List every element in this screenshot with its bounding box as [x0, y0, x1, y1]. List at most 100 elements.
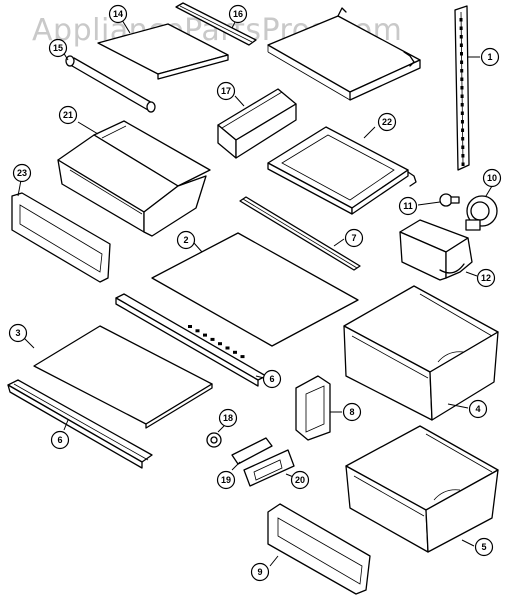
part-5-bin — [345, 425, 499, 553]
callout-c16: 16 — [228, 4, 248, 24]
rail-slot — [460, 77, 464, 81]
callout-bubble — [398, 196, 418, 216]
callout-c3: 3 — [8, 323, 28, 343]
callout-c6b: 6 — [50, 430, 70, 450]
callout-bubble — [58, 105, 78, 125]
callout-c9: 9 — [250, 562, 270, 582]
part-1-rail — [454, 5, 480, 171]
callout-c1: 1 — [480, 47, 500, 67]
part-11-bulb — [417, 193, 460, 207]
callout-c11: 11 — [398, 196, 418, 216]
rail-slot — [459, 26, 463, 30]
trim-button — [188, 325, 192, 328]
callout-number: 2 — [183, 235, 188, 245]
callout-c14: 14 — [108, 4, 128, 24]
callout-number: 4 — [475, 404, 480, 414]
callout-bubble — [12, 163, 32, 183]
part-6-trim-upper — [115, 293, 267, 387]
trim-button — [203, 333, 207, 337]
part-14-shelf — [97, 19, 229, 80]
callout-bubble — [108, 4, 128, 24]
rail-slot — [459, 35, 463, 39]
callout-bubble — [262, 369, 282, 389]
trim-button — [240, 355, 245, 359]
part-15-rod — [62, 51, 156, 113]
callout-bubble — [468, 399, 488, 419]
callout-bubble — [216, 470, 236, 490]
callout-bubble — [482, 168, 502, 188]
part-18-knob — [206, 425, 225, 448]
part-9-panel — [267, 503, 371, 595]
callout-number: 15 — [53, 43, 63, 53]
callout-number: 1 — [487, 52, 492, 62]
callout-bubble — [228, 4, 248, 24]
callout-bubble — [476, 268, 496, 288]
callout-bubble — [342, 402, 362, 422]
part-19-plate — [231, 437, 273, 471]
callout-bubble — [344, 228, 364, 248]
rail-slot — [461, 145, 465, 149]
callout-c20: 20 — [290, 470, 310, 490]
callout-c10: 10 — [482, 168, 502, 188]
callout-number: 11 — [403, 201, 413, 211]
callout-c4: 4 — [468, 399, 488, 419]
callout-number: 23 — [17, 168, 27, 178]
rail-slot — [460, 120, 464, 124]
callout-number: 18 — [223, 413, 233, 423]
callout-number: 16 — [233, 9, 243, 19]
rail-slot — [460, 111, 464, 115]
part-10-socket — [465, 185, 498, 231]
callout-number: 6 — [269, 374, 274, 384]
callout-number: 10 — [487, 173, 497, 183]
part-7-rail — [239, 196, 361, 271]
callout-bubble — [176, 230, 196, 250]
part-17-bracket — [217, 88, 297, 159]
callout-c5: 5 — [474, 537, 494, 557]
callout-number: 9 — [257, 567, 262, 577]
callout-number: 7 — [351, 233, 356, 243]
rail-slot — [461, 154, 465, 158]
part-4-bin — [343, 285, 499, 421]
part-22-tray — [267, 126, 417, 215]
callout-bubble — [377, 112, 397, 132]
callout-bubble — [8, 323, 28, 343]
rail-slot — [460, 103, 464, 107]
part-3-shelf — [23, 325, 213, 429]
callout-number: 12 — [481, 273, 491, 283]
callout-bubble — [218, 408, 238, 428]
callout-c2: 2 — [176, 230, 196, 250]
trim-button — [218, 342, 222, 346]
callout-c6a: 6 — [262, 369, 282, 389]
rail-slot — [459, 43, 463, 47]
callout-c12: 12 — [476, 268, 496, 288]
part-12-cover — [399, 219, 478, 281]
part-6-trim-lower — [7, 379, 153, 469]
callout-c18: 18 — [218, 408, 238, 428]
rail-slot — [460, 69, 464, 73]
callout-number: 20 — [295, 475, 305, 485]
top-right-shelf — [267, 7, 421, 101]
rail-slot — [460, 86, 464, 90]
callout-number: 8 — [349, 407, 354, 417]
callout-bubble — [290, 470, 310, 490]
callout-bubble — [250, 562, 270, 582]
callout-number: 14 — [113, 9, 123, 19]
callout-c17: 17 — [216, 81, 236, 101]
rail-slot — [459, 18, 463, 22]
callout-c22: 22 — [377, 112, 397, 132]
part-2-shelf — [151, 232, 359, 347]
part-23-panel — [11, 179, 111, 283]
part-8-housing — [295, 375, 342, 441]
callout-c23: 23 — [12, 163, 32, 183]
part-20-board — [243, 449, 297, 487]
callout-number: 22 — [382, 117, 392, 127]
callout-bubble — [50, 430, 70, 450]
callout-bubble — [216, 81, 236, 101]
callout-c21: 21 — [58, 105, 78, 125]
rail-slot — [459, 52, 463, 56]
trim-button — [233, 350, 237, 354]
callout-number: 21 — [63, 110, 73, 120]
callout-bubble — [474, 537, 494, 557]
